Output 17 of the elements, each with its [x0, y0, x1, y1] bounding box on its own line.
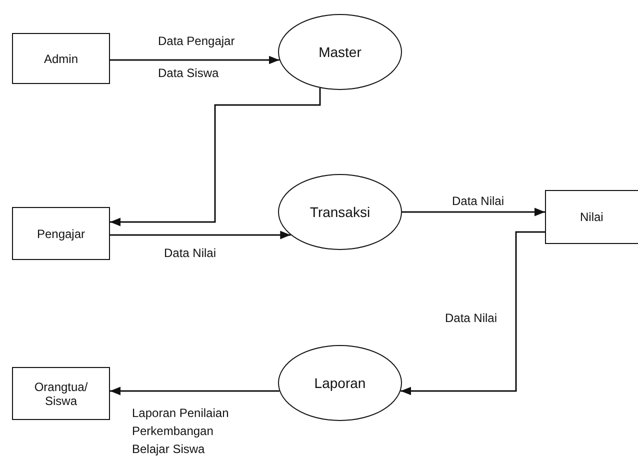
arrow	[110, 56, 280, 64]
node-label: Pengajar	[36, 226, 86, 240]
node-label: Admin	[44, 52, 78, 66]
entity-box	[12, 207, 110, 260]
arrow	[402, 208, 545, 216]
node-label: Master	[318, 44, 362, 60]
entity-box	[12, 33, 110, 84]
node-label: Orangtua/ Siswa	[33, 380, 89, 408]
arrow	[110, 88, 321, 226]
entity-box	[545, 190, 638, 244]
arrow	[400, 231, 545, 396]
entity-box	[12, 367, 110, 420]
node-label: Transaksi	[310, 204, 370, 220]
node-label: Nilai	[580, 210, 604, 224]
node-label: Laporan	[314, 375, 366, 391]
arrow	[110, 386, 280, 396]
arrow	[110, 230, 291, 240]
